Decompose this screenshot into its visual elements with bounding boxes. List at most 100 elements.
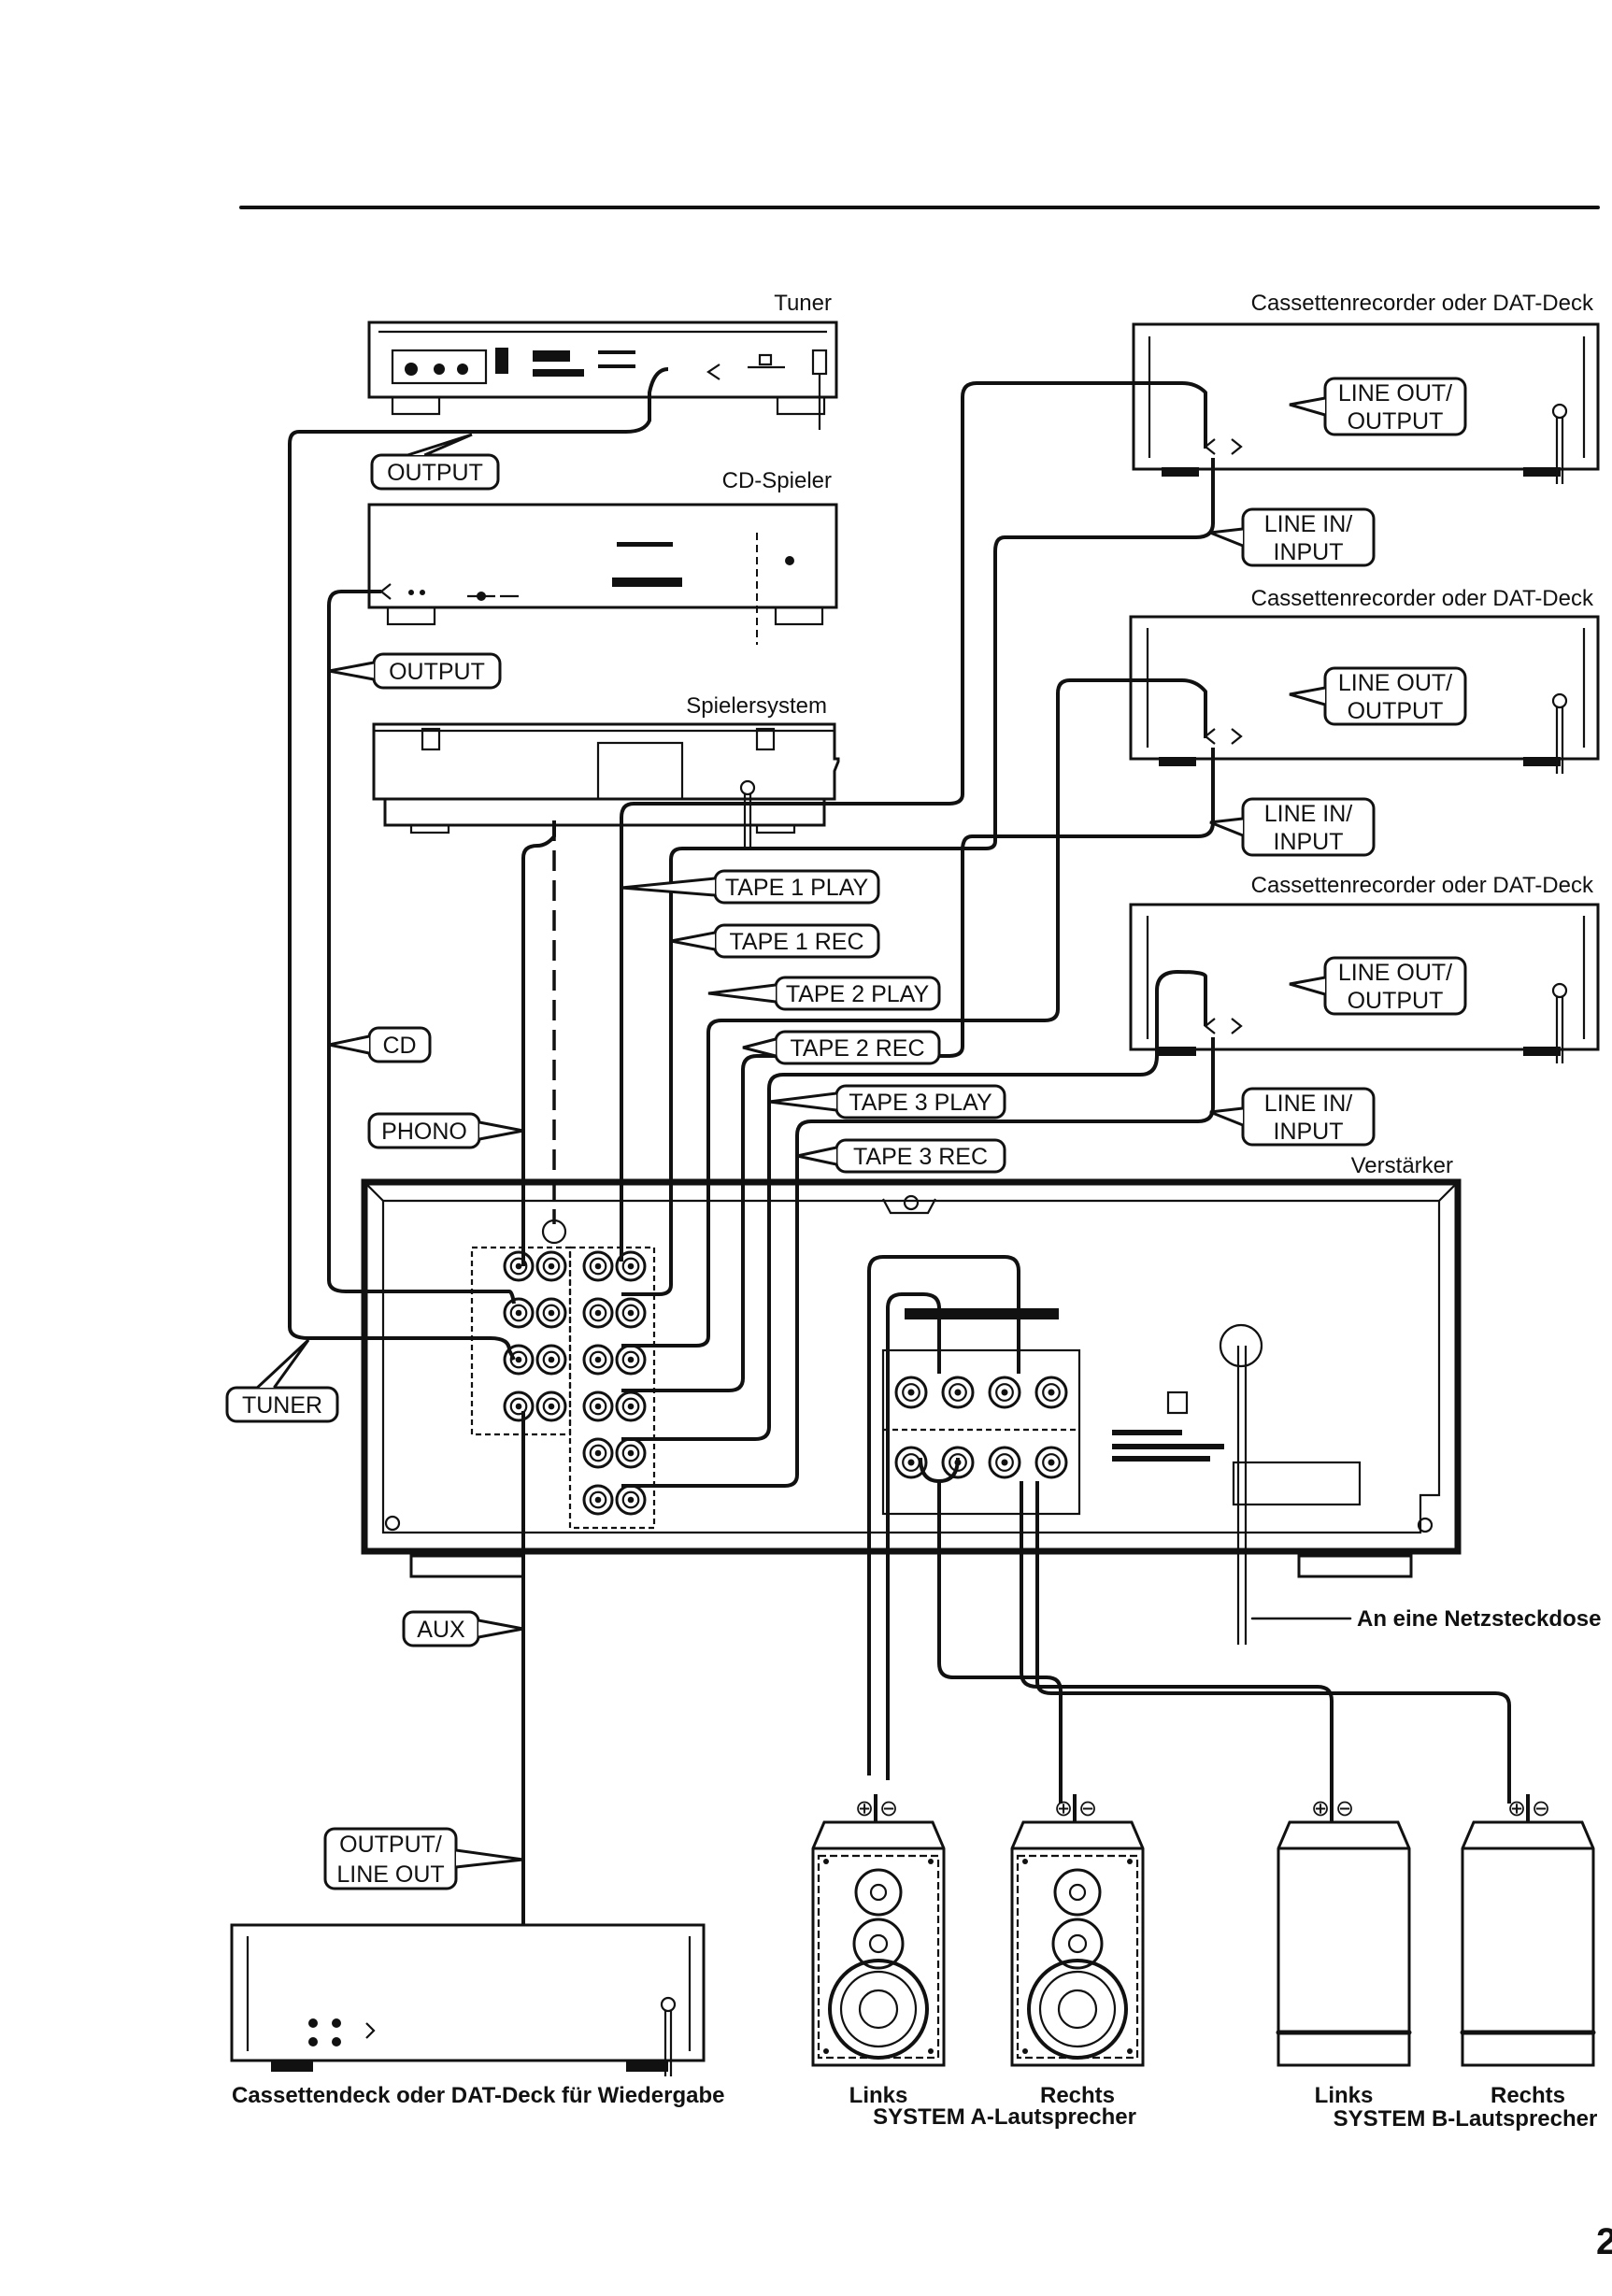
- screw-icon: [903, 1194, 920, 1211]
- screw-icon: [384, 1515, 401, 1532]
- deck1-line-in-callout-text: INPUT: [1274, 539, 1344, 565]
- tuner-callout: TUNER: [225, 1338, 339, 1423]
- deck3-line-in-callout-text: INPUT: [1274, 1119, 1344, 1145]
- deck1-line-out-callout-text: OUTPUT: [1348, 408, 1444, 435]
- cd-callout: CD: [328, 1026, 432, 1063]
- terminal-minus-icon: ⊖: [1335, 1796, 1354, 1821]
- terminal-minus-icon: ⊖: [1532, 1796, 1550, 1821]
- rca-jack-icon: [615, 1344, 647, 1376]
- amplifier-label: Verstärker: [1351, 1153, 1453, 1178]
- playback-deck-device: Cassettendeck oder DAT-Deck für Wiederga…: [230, 1923, 725, 2108]
- tape3-rec-callout-text: TAPE 3 REC: [853, 1144, 988, 1170]
- playback-deck-label: Cassettendeck oder DAT-Deck für Wiederga…: [232, 2083, 725, 2108]
- tape1-play-cable: [620, 381, 1207, 1262]
- rca-jack-icon: [582, 1484, 614, 1516]
- speaker-b-right-cable: [1035, 1481, 1511, 1804]
- tape-deck-3-label: Cassettenrecorder oder DAT-Deck: [1251, 873, 1594, 898]
- rca-jack-icon: [941, 1376, 975, 1409]
- tape3-play-cable: [621, 970, 1207, 1441]
- speaker-b-right: ⊕⊖ Rechts: [1460, 1794, 1596, 2108]
- deck1-line-out-callout-text: LINE OUT/: [1338, 380, 1452, 406]
- deck1-line-out-callout: LINE OUT/OUTPUT: [1289, 377, 1467, 436]
- rca-jack-icon: [582, 1390, 614, 1422]
- rca-jack-icon: [503, 1390, 535, 1422]
- deck2-line-in-callout-text: LINE IN/: [1264, 801, 1353, 827]
- rca-jack-icon: [535, 1250, 567, 1282]
- cd-output-callout-text: OUTPUT: [389, 659, 485, 685]
- terminal-plus-icon: ⊕: [1311, 1796, 1330, 1821]
- terminal-plus-icon: ⊕: [1507, 1796, 1526, 1821]
- aux-callout: AUX: [402, 1610, 524, 1647]
- tape3-rec-cable: [621, 1037, 1215, 1488]
- aux-callout-text: AUX: [417, 1617, 465, 1643]
- speaker-a-left: ⊕⊖ Links: [811, 1794, 946, 2108]
- turntable-device: Spielersystem: [372, 693, 840, 850]
- tape2-play-cable: [621, 678, 1207, 1348]
- rca-jack-icon: [535, 1344, 567, 1376]
- rca-jack-icon: [894, 1446, 928, 1479]
- tape1-rec-callout-text: TAPE 1 REC: [729, 929, 863, 955]
- system-b-title: SYSTEM B-Lautsprecher: [1334, 2106, 1598, 2132]
- tuner-device: Tuner: [367, 291, 838, 430]
- rca-jack-icon: [615, 1390, 647, 1422]
- rca-jack-icon: [582, 1344, 614, 1376]
- rca-jack-icon: [582, 1437, 614, 1469]
- deck3-line-in-callout-text: LINE IN/: [1264, 1091, 1353, 1117]
- tuner-label: Tuner: [774, 291, 832, 316]
- power-cord-grommet-icon: [1219, 1323, 1263, 1368]
- deck2-line-out-callout-text: LINE OUT/: [1338, 670, 1452, 696]
- callouts: OUTPUT OUTPUT CD PHONO TUNER AUX OUTPUT/LINE O…: [225, 377, 1467, 1890]
- deck1-line-in-callout-text: LINE IN/: [1264, 511, 1353, 537]
- rca-jack-icon: [582, 1297, 614, 1329]
- tape3-play-callout-text: TAPE 3 PLAY: [849, 1090, 992, 1116]
- speaker-a-right: ⊕⊖ Rechts: [1010, 1794, 1145, 2108]
- terminal-minus-icon: ⊖: [1078, 1796, 1097, 1821]
- speaker-b-right-label: Rechts: [1491, 2083, 1565, 2108]
- terminal-plus-icon: ⊕: [855, 1796, 874, 1821]
- tape2-rec-callout: TAPE 2 REC: [742, 1030, 941, 1065]
- rca-jack-icon: [582, 1250, 614, 1282]
- rca-jack-icon: [1034, 1376, 1068, 1409]
- tape3-play-callout: TAPE 3 PLAY: [768, 1084, 1006, 1119]
- speaker-a-left-cable: [867, 1255, 1020, 1775]
- rca-jack-icon: [615, 1297, 647, 1329]
- rca-jack-icon: [988, 1376, 1021, 1409]
- tape1-rec-callout: TAPE 1 REC: [670, 923, 880, 959]
- rca-jack-icon: [615, 1250, 647, 1282]
- playback-output-callout-text: OUTPUT/: [339, 1832, 442, 1858]
- rca-jack-icon: [503, 1250, 535, 1282]
- deck3-line-out-callout-text: LINE OUT/: [1338, 960, 1452, 986]
- deck1-line-in-callout: LINE IN/INPUT: [1209, 507, 1376, 567]
- tape-deck-1-label: Cassettenrecorder oder DAT-Deck: [1251, 291, 1594, 316]
- deck3-line-out-callout: LINE OUT/OUTPUT: [1289, 956, 1467, 1016]
- phono-callout: PHONO: [367, 1112, 524, 1149]
- tape2-play-callout: TAPE 2 PLAY: [707, 976, 941, 1011]
- speaker-a-right-label: Rechts: [1040, 2083, 1115, 2108]
- turntable-label: Spielersystem: [686, 693, 827, 719]
- terminal-minus-icon: ⊖: [879, 1796, 898, 1821]
- rca-jacks: [503, 1250, 1068, 1516]
- phono-callout-text: PHONO: [381, 1119, 467, 1145]
- speaker-a-left-label: Links: [849, 2083, 908, 2108]
- deck2-line-in-callout-text: INPUT: [1274, 829, 1344, 855]
- tape2-rec-callout-text: TAPE 2 REC: [790, 1035, 924, 1062]
- tape1-rec-cable: [621, 458, 1215, 1296]
- rca-jack-icon: [988, 1446, 1021, 1479]
- rca-jack-icon: [503, 1297, 535, 1329]
- deck2-line-out-callout-text: OUTPUT: [1348, 698, 1444, 724]
- tuner-cable: [288, 367, 669, 1361]
- terminal-plus-icon: ⊕: [1054, 1796, 1073, 1821]
- tape3-rec-callout: TAPE 3 REC: [796, 1138, 1006, 1174]
- tape1-play-callout-text: TAPE 1 PLAY: [725, 875, 869, 901]
- cd-player-device: CD-Spieler: [367, 468, 838, 645]
- tape-deck-2-label: Cassettenrecorder oder DAT-Deck: [1251, 586, 1594, 611]
- power-outlet-label: An eine Netzsteckdose: [1357, 1606, 1601, 1632]
- cd-callout-text: CD: [382, 1033, 416, 1059]
- rca-jack-icon: [535, 1390, 567, 1422]
- tuner-output-callout-text: OUTPUT: [387, 460, 483, 486]
- deck2-line-out-callout: LINE OUT/OUTPUT: [1289, 666, 1467, 726]
- playback-output-callout: OUTPUT/LINE OUT: [323, 1827, 524, 1890]
- rca-jack-icon: [894, 1376, 928, 1409]
